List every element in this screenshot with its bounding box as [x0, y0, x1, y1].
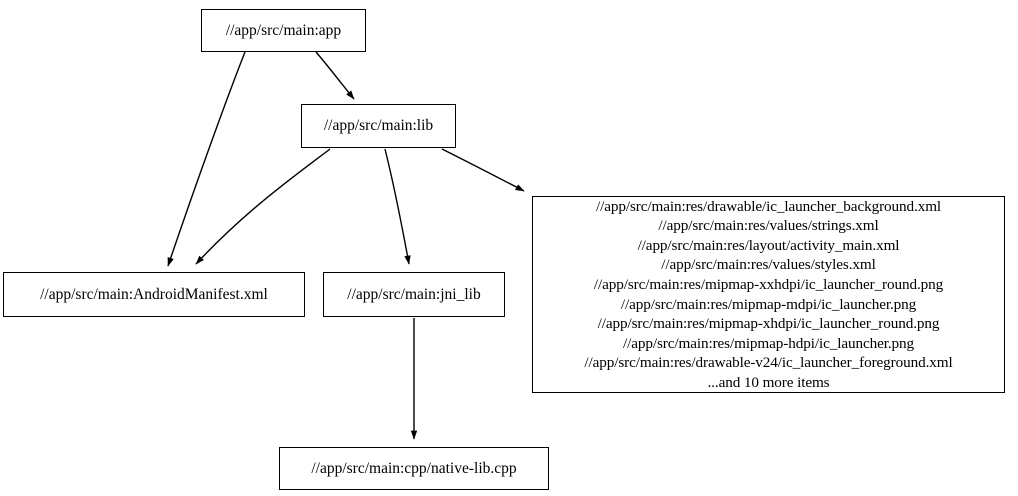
edge-app-to-manifest: [167, 51, 246, 267]
node-resources-group[interactable]: //app/src/main:res/drawable/ic_launcher_…: [532, 196, 1005, 393]
node-jni-lib-label: //app/src/main:jni_lib: [347, 285, 481, 303]
node-android-manifest[interactable]: //app/src/main:AndroidManifest.xml: [3, 272, 305, 317]
edge-lib-to-manifest: [195, 148, 331, 265]
node-native-lib-cpp[interactable]: //app/src/main:cpp/native-lib.cpp: [279, 447, 549, 490]
edge-lib-to-jni-lib: [384, 148, 411, 265]
edge-lib-to-resources: [441, 148, 525, 192]
node-native-lib-cpp-label: //app/src/main:cpp/native-lib.cpp: [311, 459, 517, 477]
node-lib-label: //app/src/main:lib: [323, 117, 434, 135]
node-lib[interactable]: //app/src/main:lib: [301, 104, 456, 148]
node-app-label: //app/src/main:app: [225, 21, 342, 39]
node-android-manifest-label: //app/src/main:AndroidManifest.xml: [40, 285, 268, 303]
node-resources-group-label: //app/src/main:res/drawable/ic_launcher_…: [584, 197, 953, 391]
node-app[interactable]: //app/src/main:app: [201, 9, 366, 52]
node-jni-lib[interactable]: //app/src/main:jni_lib: [323, 272, 505, 317]
edge-app-to-lib: [315, 51, 355, 100]
